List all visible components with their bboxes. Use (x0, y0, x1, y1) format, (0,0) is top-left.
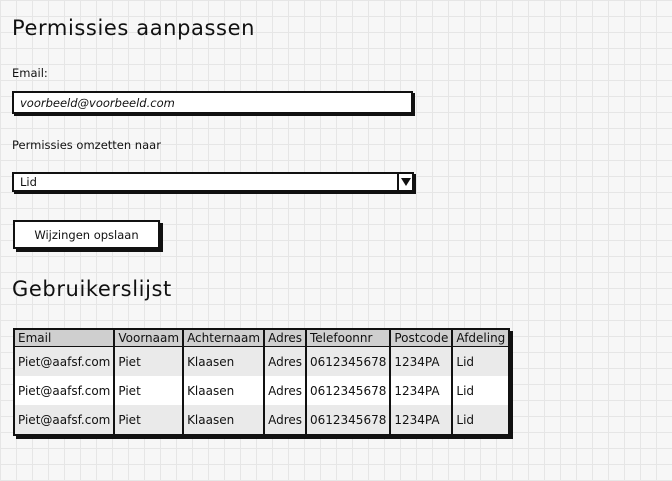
cell-department: Lid (451, 346, 510, 376)
email-field-value: voorbeeld@voorbeeld.com (20, 95, 175, 110)
permissions-label: Permissies omzetten naar (12, 138, 161, 152)
cell-last-name: Klaasen (182, 346, 265, 376)
table-row[interactable]: Piet@aafsf.com Piet Klaasen Adres 061234… (14, 376, 510, 405)
save-changes-button[interactable]: Wijzingen opslaan (13, 220, 160, 249)
cell-first-name: Piet (113, 405, 184, 435)
cell-email: Piet@aafsf.com (14, 405, 115, 435)
column-header-department: Afdeling (451, 329, 510, 347)
user-table: Email Voornaam Achternaam Adres Telefoon… (13, 328, 511, 436)
table-row[interactable]: Piet@aafsf.com Piet Klaasen Adres 061234… (14, 346, 510, 376)
user-list-title: Gebruikerslijst (12, 277, 172, 301)
cell-postcode: 1234PA (389, 346, 453, 376)
table-row[interactable]: Piet@aafsf.com Piet Klaasen Adres 061234… (14, 405, 510, 435)
caret-down-icon (400, 178, 411, 186)
column-header-last-name: Achternaam (182, 329, 265, 347)
cell-address: Adres (263, 405, 306, 435)
cell-phone: 0612345678 (304, 405, 391, 435)
email-label: Email: (12, 66, 48, 80)
cell-phone: 0612345678 (304, 376, 391, 405)
dropdown-arrow-button[interactable] (397, 174, 412, 190)
cell-email: Piet@aafsf.com (14, 346, 115, 376)
cell-department: Lid (451, 376, 510, 405)
column-header-phone: Telefoonnr (304, 329, 391, 347)
save-changes-label: Wijzingen opslaan (34, 227, 139, 242)
cell-last-name: Klaasen (182, 405, 265, 435)
cell-postcode: 1234PA (389, 405, 453, 435)
cell-phone: 0612345678 (304, 346, 391, 376)
cell-last-name: Klaasen (182, 376, 265, 405)
permissions-title: Permissies aanpassen (12, 16, 255, 40)
cell-first-name: Piet (113, 376, 184, 405)
cell-address: Adres (263, 376, 306, 405)
cell-first-name: Piet (113, 346, 184, 376)
cell-address: Adres (263, 346, 306, 376)
cell-department: Lid (451, 405, 510, 435)
column-header-first-name: Voornaam (113, 329, 184, 347)
column-header-address: Adres (263, 329, 306, 347)
cell-email: Piet@aafsf.com (14, 376, 115, 405)
column-header-postcode: Postcode (389, 329, 453, 347)
column-header-email: Email (14, 329, 115, 347)
cell-postcode: 1234PA (389, 376, 453, 405)
role-select[interactable]: Lid (12, 172, 414, 192)
email-field[interactable]: voorbeeld@voorbeeld.com (12, 91, 413, 114)
role-select-value: Lid (20, 175, 37, 189)
table-header-row: Email Voornaam Achternaam Adres Telefoon… (14, 329, 510, 347)
